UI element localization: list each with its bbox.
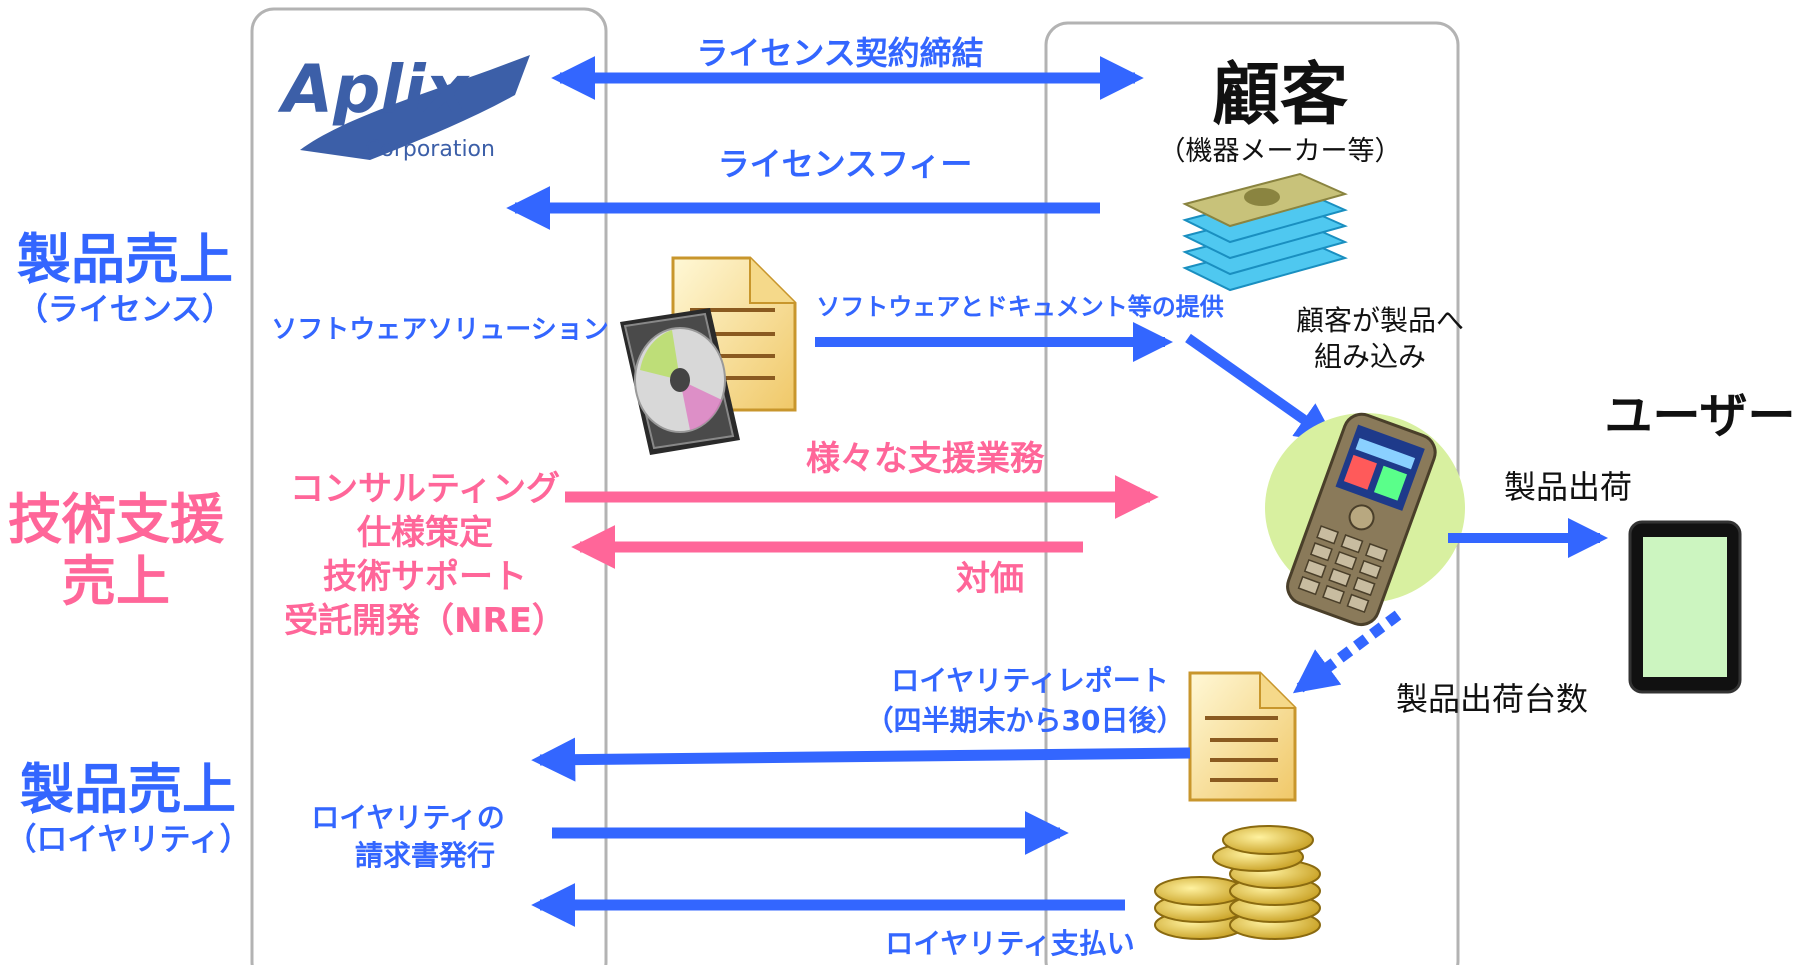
label-royalty-report-2: （四半期末から30日後） (866, 704, 1185, 737)
category-product-license-sub: （ライセンス） (17, 292, 233, 328)
cd-case-icon (620, 308, 740, 455)
label-various-support: 様々な支援業務 (806, 439, 1045, 479)
smartphone-icon (1628, 520, 1742, 694)
category-product-license-title: 製品売上 (17, 228, 233, 291)
label-royalty-invoice-2: 請求書発行 (355, 839, 495, 872)
label-ship-count: 製品出荷台数 (1396, 680, 1588, 718)
label-license-contract: ライセンス契約締結 (696, 34, 983, 72)
arrow-to-phone (1185, 333, 1337, 443)
user-title: ユーザー (1604, 388, 1793, 444)
customer-subtitle: （機器メーカー等） (1159, 136, 1402, 167)
label-customer-embed-1: 顧客が製品へ (1296, 304, 1464, 337)
label-software-solution: ソフトウェアソリューション (271, 315, 608, 345)
support-item-nre: 受託開発（NRE） (284, 601, 566, 641)
label-ship-product: 製品出荷 (1504, 468, 1632, 506)
label-royalty-invoice-1: ロイヤリティの (311, 801, 504, 834)
category-tech-support-line1: 技術支援 (8, 488, 225, 551)
category-product-royalty-title: 製品売上 (20, 758, 236, 821)
category-tech-support-line2: 売上 (62, 550, 170, 613)
aplix-logo: Aplix Corporation (277, 51, 530, 162)
label-license-fee: ライセンスフィー (718, 145, 973, 183)
label-royalty-payment: ロイヤリティ支払い (885, 927, 1134, 960)
category-product-royalty-sub: （ロイヤリティ） (5, 822, 250, 858)
label-royalty-report-1: ロイヤリティレポート (891, 664, 1168, 697)
logo-swoosh (300, 55, 530, 160)
support-item-spec: 仕様策定 (357, 513, 493, 553)
logo-name: Aplix (277, 51, 471, 128)
document-icon-royalty (1188, 671, 1297, 802)
mobile-phone-icon (1265, 412, 1465, 627)
money-stack-icon (1182, 172, 1348, 292)
label-software-docs: ソフトウェアとドキュメント等の提供 (816, 293, 1224, 321)
arrow-ship-count (1292, 610, 1402, 694)
coins-icon (1154, 825, 1321, 940)
arrow-royalty-report (531, 737, 1191, 782)
support-item-tech-support: 技術サポート (323, 557, 527, 597)
support-item-consulting: コンサルティング (290, 469, 560, 509)
logo-sub: Corporation (365, 137, 495, 162)
label-customer-embed-2: 組み込み (1314, 340, 1426, 373)
label-consideration: 対価 (956, 559, 1024, 599)
customer-title: 顧客 (1212, 56, 1348, 135)
